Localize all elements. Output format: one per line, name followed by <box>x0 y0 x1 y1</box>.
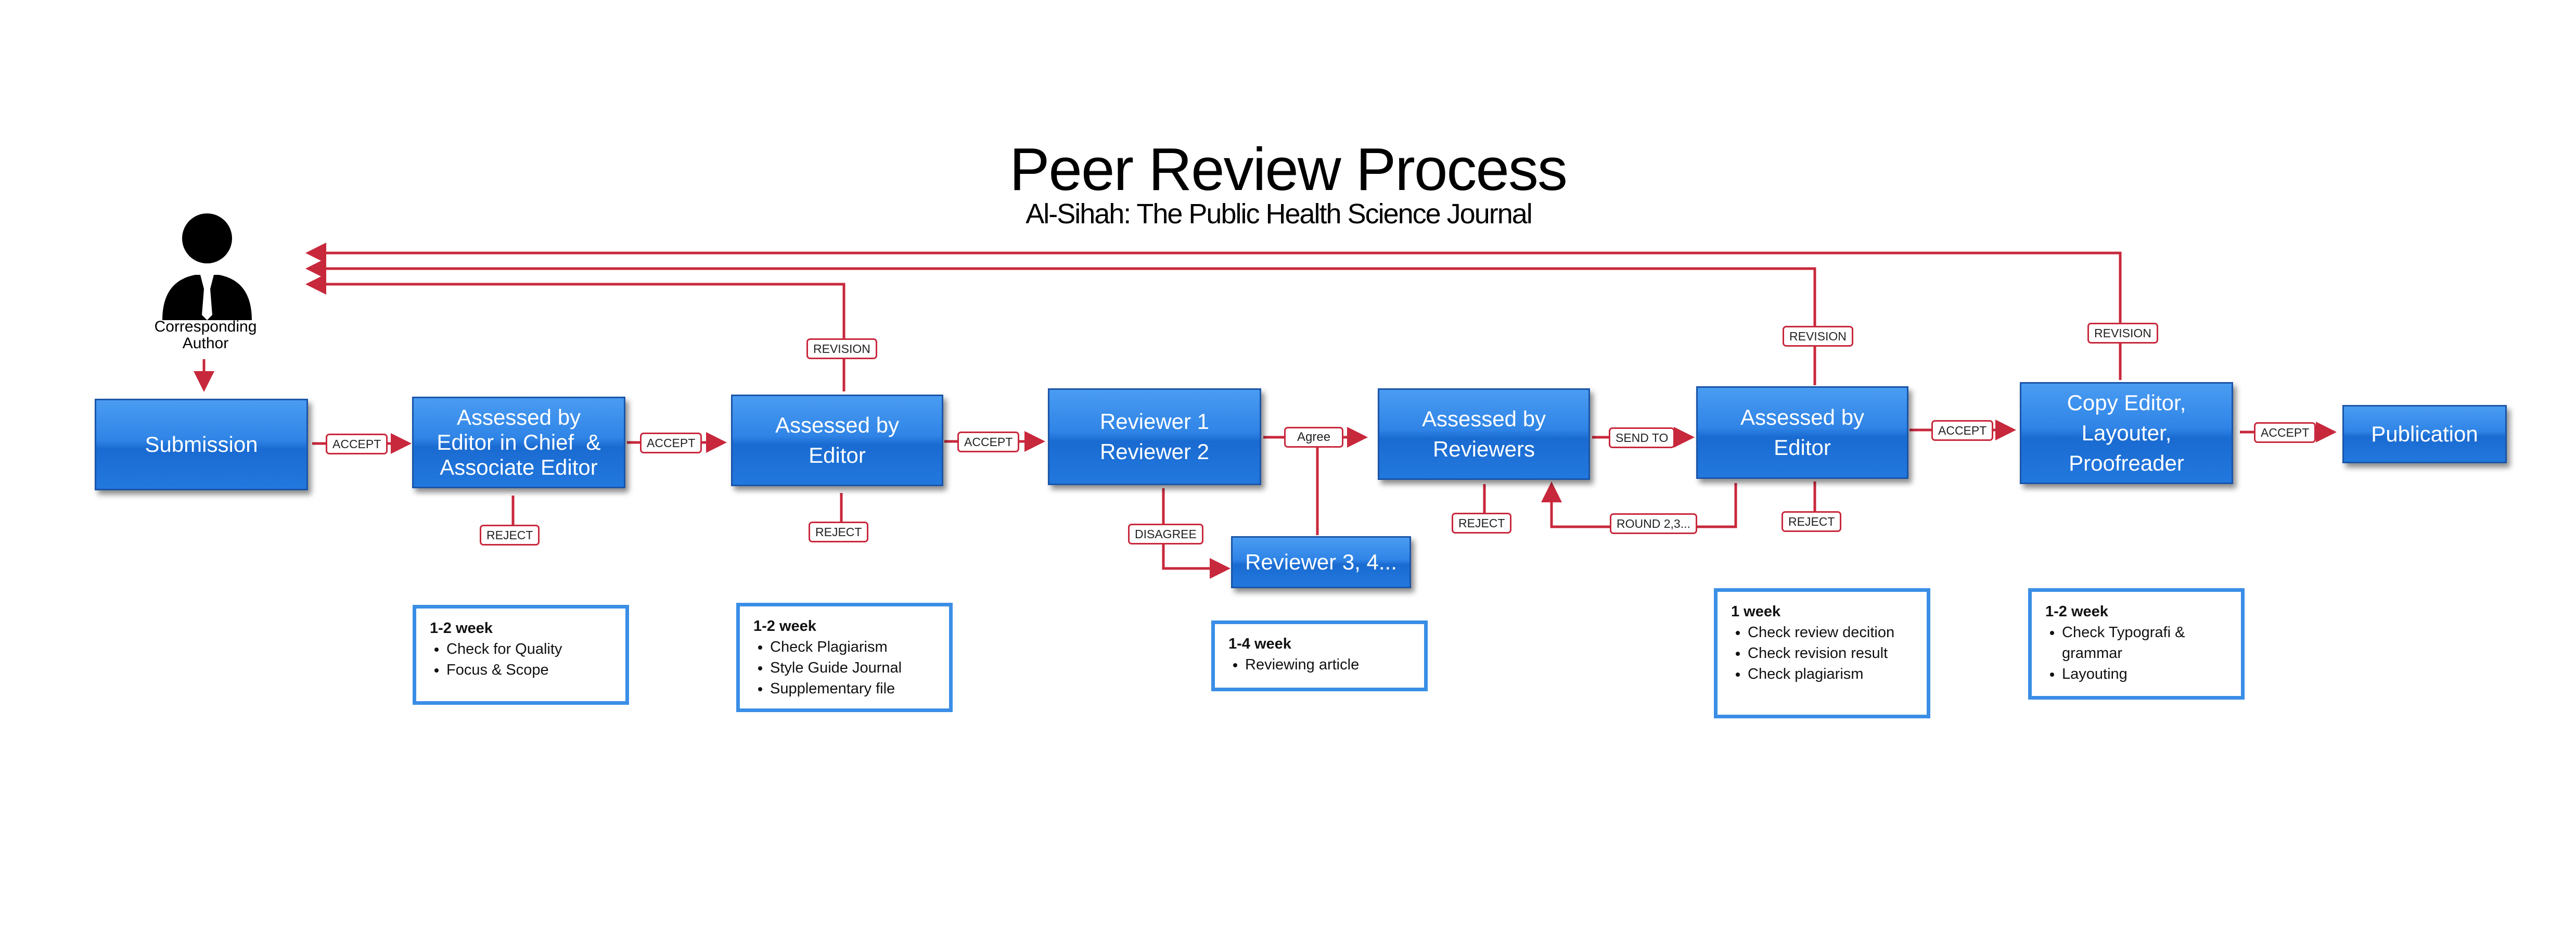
note-5-item: Check Typografi & <box>2062 622 2227 643</box>
tag-revision-editor2: REVISION <box>1783 326 1853 347</box>
tag-accept-1: ACCEPT <box>326 434 388 454</box>
revision-line-editor <box>305 274 845 391</box>
note-4-list: Check review decition Check revision res… <box>1731 622 1913 685</box>
node-editor-2: Assessed by Editor <box>1696 386 1908 479</box>
note-1-item: Focus & Scope <box>446 660 612 680</box>
note-1-duration: 1-2 week <box>430 620 493 637</box>
tag-reject-reviewers: REJECT <box>1452 513 1512 534</box>
revision-line-copyeditor <box>305 243 2122 380</box>
note-3-list: Reviewing article <box>1228 654 1411 675</box>
note-2-list: Check Plagiarism Style Guide Journal Sup… <box>753 637 935 699</box>
tag-accept-4: ACCEPT <box>1931 420 1994 441</box>
tag-revision-editor: REVISION <box>806 338 877 359</box>
node-ce-line3: Proofreader <box>2069 451 2184 475</box>
note-4-item: Check review decition <box>1748 622 1913 643</box>
tag-round: ROUND 2,3... <box>1610 513 1697 534</box>
node-editor2-line1: Assessed by <box>1740 405 1865 429</box>
node-editor: Assessed by Editor <box>731 395 943 486</box>
note-3-duration: 1-4 week <box>1228 636 1291 652</box>
note-2-duration: 1-2 week <box>753 618 816 635</box>
node-publication: Publication <box>2342 405 2507 463</box>
node-ar-line2: Reviewers <box>1432 437 1535 461</box>
node-publication-label: Publication <box>2371 422 2478 446</box>
note-editor: 1-2 week Check Plagiarism Style Guide Jo… <box>736 603 953 712</box>
node-assessed-by-reviewers: Assessed by Reviewers <box>1378 388 1590 480</box>
revision-line-editor2 <box>305 258 1816 385</box>
node-rev12-line1: Reviewer 1 <box>1099 409 1210 434</box>
person-icon <box>162 213 252 320</box>
note-5-duration: 1-2 week <box>2045 603 2108 620</box>
note-2-item: Check Plagiarism <box>770 637 935 657</box>
tag-send-to: SEND TO <box>1609 427 1675 448</box>
node-ar-line1: Assessed by <box>1421 407 1546 431</box>
node-editor-in-chief: Assessed by Editor in Chief & Associate … <box>412 397 625 488</box>
tag-disagree: DISAGREE <box>1128 524 1203 544</box>
tag-agree: Agree <box>1284 427 1344 448</box>
node-eic-line3: Associate Editor <box>440 455 598 479</box>
note-editor-2: 1 week Check review decition Check revis… <box>1714 588 1930 718</box>
node-editor2-line2: Editor <box>1774 435 1831 460</box>
tag-accept-2: ACCEPT <box>640 433 702 453</box>
author-label-line1: Corresponding <box>154 318 257 335</box>
page-subtitle: Al-Sihah: The Public Health Science Jour… <box>1026 198 1533 230</box>
node-copy-editor: Copy Editor, Layouter, Proofreader <box>2020 382 2233 484</box>
node-submission: Submission <box>95 399 308 490</box>
author-label: Corresponding Author <box>127 319 284 352</box>
node-reviewers-3-4: Reviewer 3, 4... <box>1231 536 1411 588</box>
note-5-item-cont: grammar <box>2062 645 2123 662</box>
node-editor-line2: Editor <box>809 443 866 467</box>
author-label-line2: Author <box>182 335 229 352</box>
node-ce-line1: Copy Editor, <box>2067 390 2186 415</box>
tag-reject-editor: REJECT <box>809 522 869 542</box>
tag-reject-editor2: REJECT <box>1782 511 1842 532</box>
node-rev12-line2: Reviewer 2 <box>1099 439 1210 464</box>
node-reviewers-1-2: Reviewer 1 Reviewer 2 <box>1048 388 1261 485</box>
note-2-item: Style Guide Journal <box>770 657 935 678</box>
disagree-path <box>1162 488 1231 579</box>
node-eic-line1: Assessed by <box>456 405 581 429</box>
note-4-duration: 1 week <box>1731 603 1781 620</box>
node-ce-line2: Layouter, <box>2081 421 2172 445</box>
note-copy-editor: 1-2 week Check Typografi & grammar Layou… <box>2028 588 2245 700</box>
tag-revision-copyeditor: REVISION <box>2087 323 2158 344</box>
node-editor-line1: Assessed by <box>775 413 900 437</box>
tag-reject-eic: REJECT <box>480 525 540 546</box>
note-reviewers: 1-4 week Reviewing article <box>1211 620 1428 691</box>
note-1-list: Check for Quality Focus & Scope <box>430 639 612 680</box>
tag-accept-5: ACCEPT <box>2254 422 2316 443</box>
note-2-item: Supplementary file <box>770 678 935 699</box>
node-submission-label: Submission <box>145 432 258 457</box>
note-5-item: Layouting <box>2062 664 2227 685</box>
node-eic-line2: Editor in Chief & <box>437 430 601 454</box>
note-3-item: Reviewing article <box>1245 654 1411 675</box>
tag-accept-3: ACCEPT <box>957 432 1020 452</box>
note-4-item: Check plagiarism <box>1748 664 1913 685</box>
node-rev34-label: Reviewer 3, 4... <box>1245 550 1397 574</box>
note-5-list: Check Typografi & grammar Layouting <box>2045 622 2227 685</box>
note-1-item: Check for Quality <box>446 639 612 660</box>
note-4-item: Check revision result <box>1748 643 1913 664</box>
note-editor-in-chief: 1-2 week Check for Quality Focus & Scope <box>413 605 629 705</box>
page-title: Peer Review Process <box>1009 135 1568 203</box>
